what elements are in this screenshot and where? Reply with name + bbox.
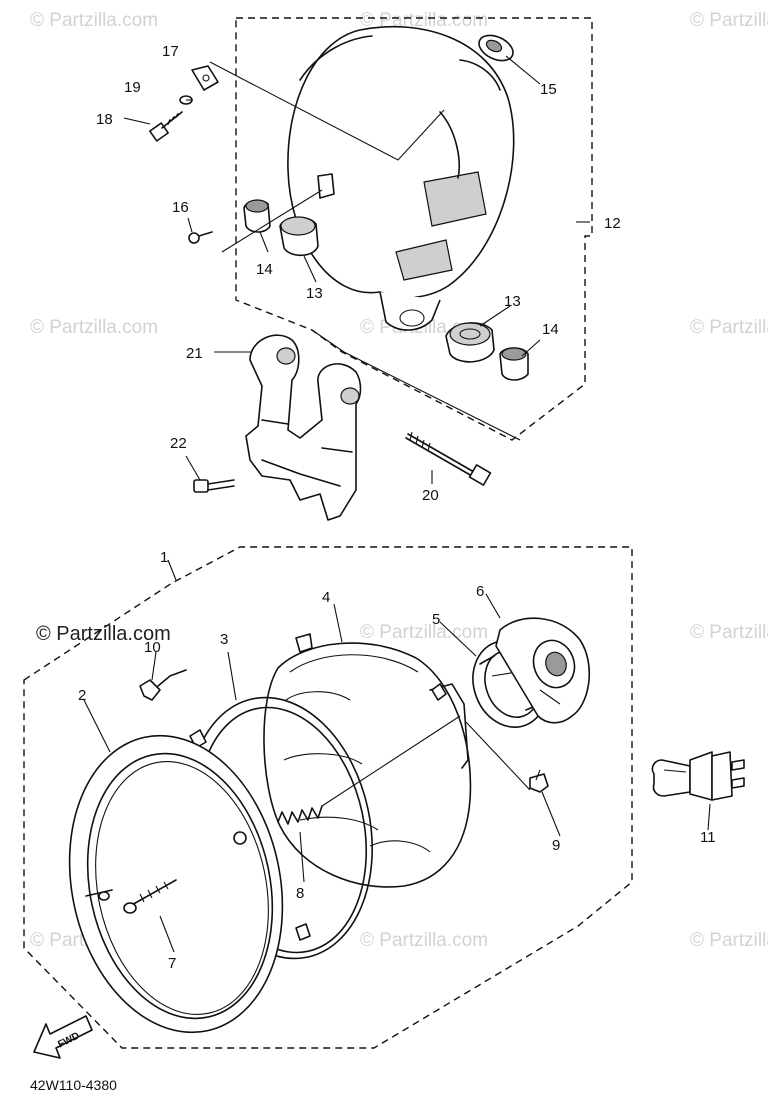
callouts: 17 19 18 15 12 16 14 13 13 14 21 22 20 1… (78, 43, 716, 972)
leaders-lower (83, 559, 711, 953)
callout-14-left: 14 (256, 261, 273, 278)
bolt-18 (149, 111, 183, 142)
callout-7: 7 (168, 955, 176, 972)
watermark: © Partzilla.com (30, 317, 158, 338)
callout-14-right: 14 (542, 321, 559, 338)
bulb-11 (651, 751, 745, 801)
damper-13-left (279, 216, 319, 257)
plate-17 (191, 65, 219, 91)
watermark: © Partzilla.com (360, 930, 488, 951)
callout-8: 8 (296, 885, 304, 902)
callout-10: 10 (144, 639, 161, 656)
watermark: © Partzilla.com (690, 622, 768, 643)
callout-22: 22 (170, 435, 187, 452)
watermark: © Partzilla.com (690, 930, 768, 951)
callout-18: 18 (96, 111, 113, 128)
callout-5: 5 (432, 611, 440, 628)
callout-4: 4 (322, 589, 330, 606)
callout-17: 17 (162, 43, 179, 60)
watermark-main: © Partzilla.com (36, 623, 171, 645)
headlight-lens-4 (263, 633, 472, 888)
callout-6: 6 (476, 583, 484, 600)
collar-14-right (499, 347, 529, 381)
watermark: © Partzilla.com (360, 622, 488, 643)
screw-16 (188, 231, 213, 244)
callout-2: 2 (78, 687, 86, 704)
callout-3: 3 (220, 631, 228, 648)
lower-assembly (23, 546, 745, 1049)
clip-9 (529, 769, 549, 793)
front-arrow: FWD (33, 1015, 93, 1059)
leaders-upper (123, 55, 590, 484)
callout-9: 9 (552, 837, 560, 854)
bracket-21 (245, 334, 362, 521)
damper-13-right (445, 322, 495, 363)
callout-1: 1 (160, 549, 168, 566)
rubber-cover-6 (495, 617, 591, 724)
callout-13-left: 13 (306, 285, 323, 302)
headlight-housing (287, 25, 515, 331)
collar-14-left (243, 199, 271, 233)
callout-16: 16 (172, 199, 189, 216)
callout-15: 15 (540, 81, 557, 98)
callout-19: 19 (124, 79, 141, 96)
callout-13-right: 13 (504, 293, 521, 310)
diagram-code: 42W110-4380 (30, 1077, 117, 1093)
screw-7 (123, 879, 177, 914)
bolt-22 (193, 479, 235, 493)
watermark: © Partzilla.com (30, 10, 158, 31)
callout-20: 20 (422, 487, 439, 504)
clip-10 (139, 669, 187, 701)
watermark: © Partzilla.com (690, 10, 768, 31)
grommet-15 (478, 34, 514, 62)
outer-rim-2 (68, 734, 284, 1034)
callout-12: 12 (604, 215, 621, 232)
watermark: © Partzilla.com (360, 10, 488, 31)
watermark: © Partzilla.com (690, 317, 768, 338)
group-outline-1 (23, 546, 633, 1049)
callout-11: 11 (700, 829, 716, 846)
upper-assembly (123, 17, 593, 521)
callout-21: 21 (186, 345, 203, 362)
spring-8 (277, 715, 461, 825)
bolt-20 (405, 431, 492, 486)
